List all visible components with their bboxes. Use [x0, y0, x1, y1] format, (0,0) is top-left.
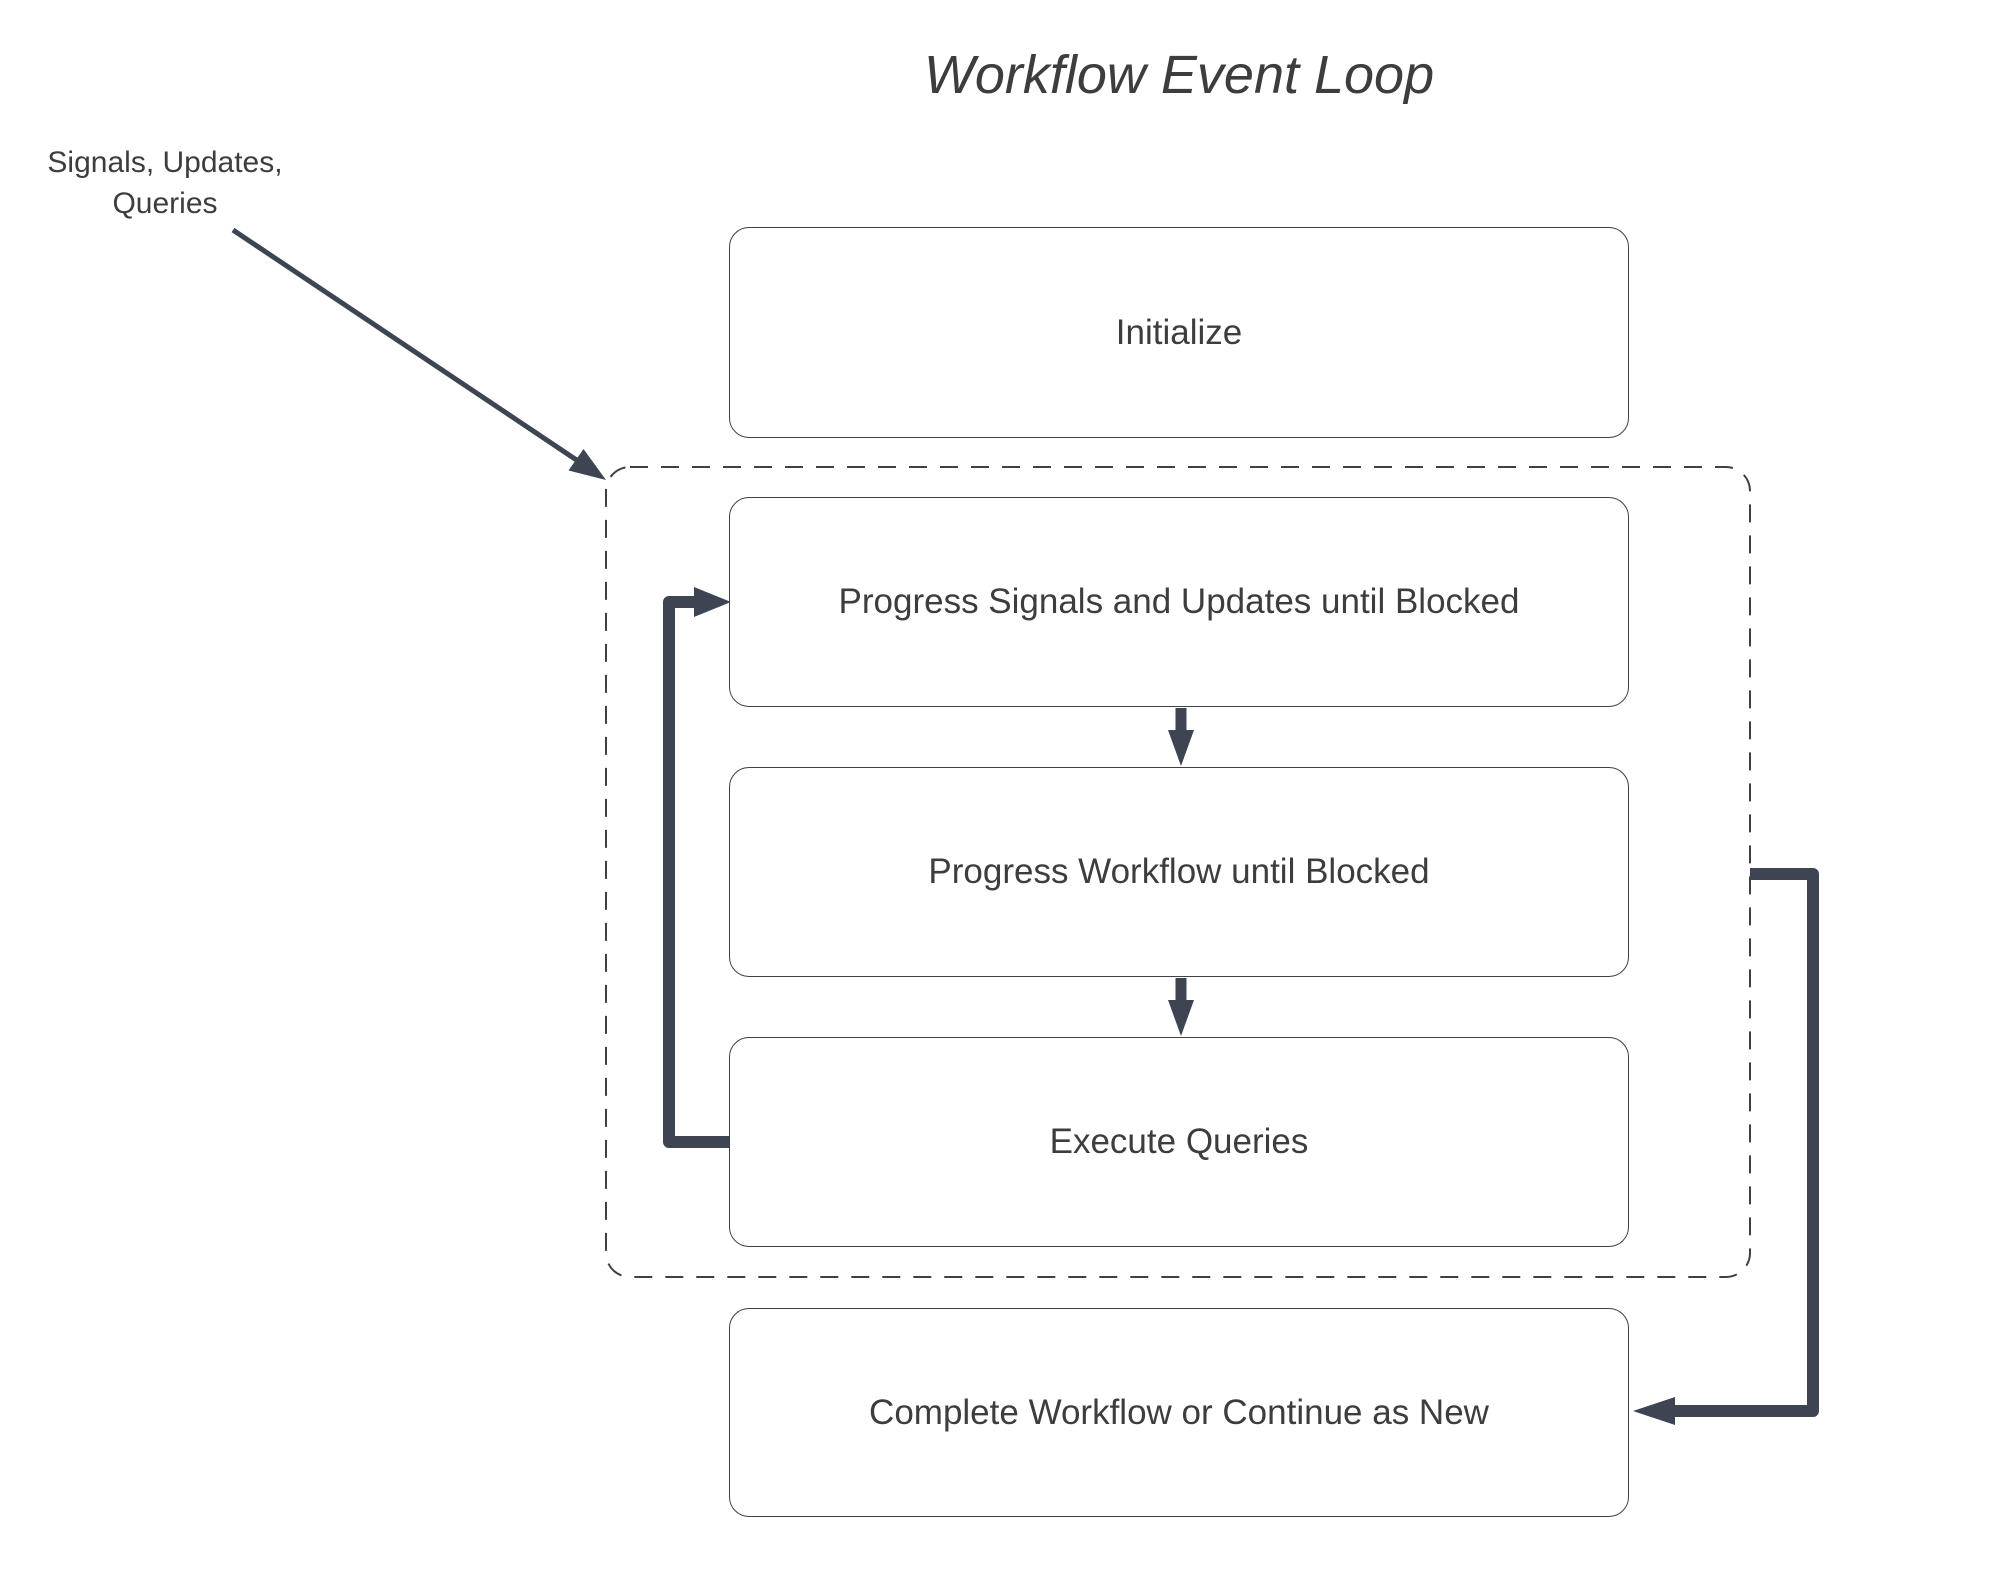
annotation-signals-updates-queries: Signals, Updates, Queries [20, 142, 310, 224]
node-initialize: Initialize [729, 227, 1629, 438]
node-progress-workflow: Progress Workflow until Blocked [729, 767, 1629, 977]
diagram-title: Workflow Event Loop [923, 45, 1435, 105]
node-execute-queries: Execute Queries [729, 1037, 1629, 1247]
annotation-line-1: Signals, Updates, [47, 146, 283, 179]
node-initialize-label: Initialize [1115, 312, 1243, 352]
event-loop-dashed-container [605, 466, 1751, 1278]
annotation-arrow-line [231, 227, 583, 466]
arrow-workflow-to-queries-head-icon [1168, 1000, 1194, 1036]
node-complete-workflow: Complete Workflow or Continue as New [729, 1308, 1629, 1517]
loop-back-arrow-head-icon [694, 587, 731, 617]
node-progress-workflow-label: Progress Workflow until Blocked [928, 852, 1430, 891]
loop-back-arrow-line [663, 596, 729, 1148]
node-complete-workflow-label: Complete Workflow or Continue as New [869, 1392, 1489, 1432]
arrow-signals-to-workflow-head-icon [1168, 730, 1194, 766]
node-execute-queries-label: Execute Queries [1049, 1122, 1309, 1161]
annotation-arrow-head-icon [568, 449, 606, 480]
annotation-line-2: Queries [112, 187, 218, 220]
exit-arrow-line [1675, 868, 1819, 1417]
exit-arrow-head-icon [1633, 1397, 1675, 1425]
node-progress-signals-label: Progress Signals and Updates until Block… [838, 582, 1520, 621]
node-progress-signals: Progress Signals and Updates until Block… [729, 497, 1629, 707]
